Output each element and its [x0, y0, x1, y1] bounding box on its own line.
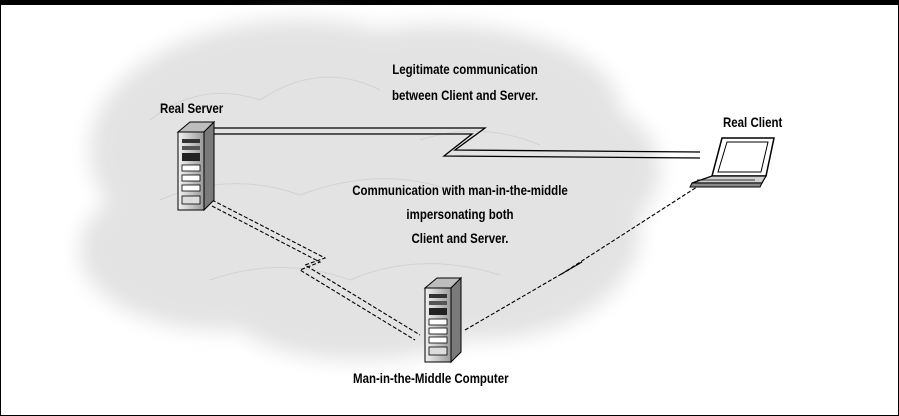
- legitimate-annotation-line2: between Client and Server.: [391, 87, 539, 103]
- real-server-icon: [176, 120, 216, 212]
- real-client-label: Real Client: [723, 114, 783, 130]
- mitm-computer-label: Man-in-the-Middle Computer: [353, 370, 509, 386]
- mitm-annotation-line3: Client and Server.: [411, 230, 509, 246]
- legitimate-link: [212, 127, 701, 159]
- legitimate-annotation-line1: Legitimate communication: [392, 61, 538, 77]
- mitm-annotation-line2: impersonating both: [406, 206, 514, 222]
- legitimate-annotation: Legitimate communication between Client …: [363, 56, 568, 108]
- mitm-link-server: [211, 199, 421, 341]
- mitm-annotation-line1: Communication with man-in-the-middle: [352, 182, 568, 198]
- mitm-link-client: [464, 184, 701, 331]
- real-client-laptop-icon: [689, 137, 775, 188]
- mitm-computer-icon: [423, 276, 463, 364]
- real-server-label: Real Server: [160, 100, 224, 116]
- network-cloud-icon: [80, 20, 660, 360]
- mitm-annotation: Communication with man-in-the-middle imp…: [321, 178, 600, 250]
- top-border: [0, 0, 899, 5]
